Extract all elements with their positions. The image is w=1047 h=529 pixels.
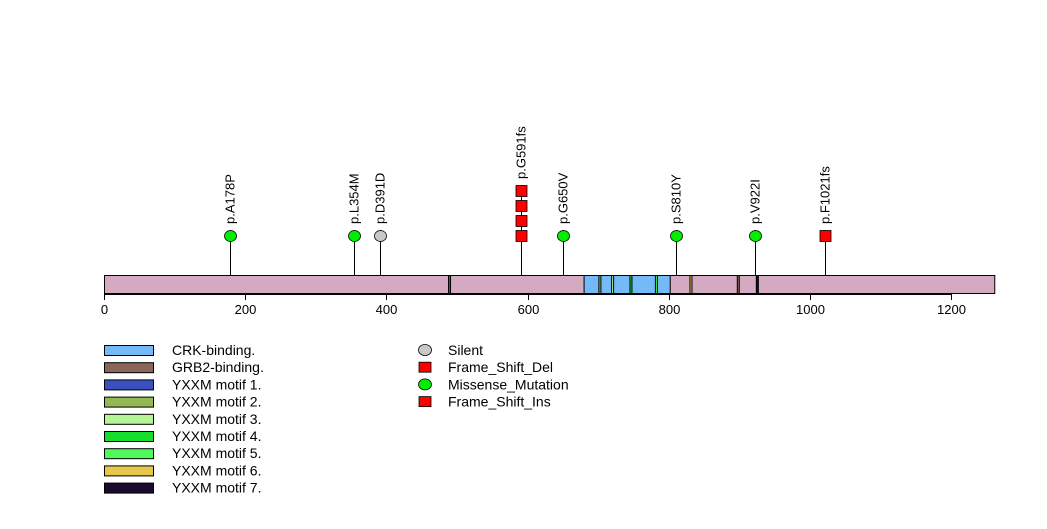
legend-swatch <box>104 413 154 425</box>
legend-swatch <box>104 431 154 442</box>
legend-swatch <box>104 345 154 356</box>
legend-swatch <box>104 465 154 477</box>
legend-marker-circle <box>418 378 432 391</box>
x-tick-label: 800 <box>659 302 681 317</box>
mutation-marker-square <box>515 215 528 227</box>
legend-label: YXXM motif 6. <box>172 462 261 478</box>
mutation-marker-circle <box>557 230 570 242</box>
legend-marker-circle <box>418 344 432 356</box>
x-tick-label: 1000 <box>796 302 825 317</box>
mutation-label: p.L354M <box>347 173 362 224</box>
x-tick-label: 0 <box>101 302 108 317</box>
protein-backbone <box>104 275 996 294</box>
legend-swatch <box>104 482 154 494</box>
domain-yxxm-motif-2 <box>598 275 602 294</box>
legend-label: Frame_Shift_Del <box>448 359 553 375</box>
domain-grb2-binding <box>736 275 740 294</box>
x-tick-label: 1200 <box>937 302 966 317</box>
mutation-marker-circle <box>749 230 762 242</box>
legend-label: YXXM motif 2. <box>172 394 261 410</box>
mutation-label: p.F1021fs <box>818 166 833 224</box>
legend-label: Missense_Mutation <box>448 376 569 392</box>
legend-marker-square <box>418 396 432 408</box>
domain-yxxm-motif-4 <box>629 275 633 294</box>
legend-swatch <box>104 396 154 408</box>
x-tick-label: 400 <box>376 302 398 317</box>
legend-marker-square <box>418 361 432 373</box>
domain-yxxm-motif-5 <box>654 275 658 294</box>
mutation-label: p.D391D <box>373 173 388 224</box>
x-tick-label: 200 <box>235 302 257 317</box>
mutation-marker-square <box>515 185 528 197</box>
mutation-marker-square <box>515 230 528 242</box>
mutation-label: p.S810Y <box>669 174 684 224</box>
legend-label: YXXM motif 5. <box>172 445 261 461</box>
mutation-label: p.G591fs <box>514 126 529 179</box>
mutation-marker-circle <box>670 230 683 242</box>
domain-yxxm-motif-7 <box>755 275 759 294</box>
legend-label: CRK-binding. <box>172 342 255 358</box>
legend-label: YXXM motif 3. <box>172 411 261 427</box>
legend-swatch <box>104 448 154 460</box>
legend-label: YXXM motif 1. <box>172 376 261 392</box>
mutation-label: p.A178P <box>223 174 238 224</box>
mutation-marker-square <box>819 230 832 242</box>
legend-label: YXXM motif 4. <box>172 428 261 444</box>
mutation-label: p.V922I <box>748 179 763 224</box>
domain-yxxm-motif-3 <box>611 275 615 294</box>
domain-yxxm-motif-6 <box>689 275 693 294</box>
legend-label: Silent <box>448 342 483 358</box>
mutation-marker-circle <box>374 230 387 242</box>
mutation-marker-square <box>515 200 528 212</box>
legend-label: YXXM motif 7. <box>172 480 261 496</box>
legend-label: GRB2-binding. <box>172 359 264 375</box>
legend-swatch <box>104 379 154 391</box>
x-tick-label: 600 <box>518 302 540 317</box>
legend-label: Frame_Shift_Ins <box>448 394 551 410</box>
domain-crk-binding <box>583 275 671 294</box>
mutation-marker-circle <box>348 230 361 242</box>
mutation-marker-circle <box>224 230 237 242</box>
domain-yxxm-motif-1 <box>448 275 452 294</box>
mutation-label: p.G650V <box>556 172 571 224</box>
legend-swatch <box>104 362 154 374</box>
